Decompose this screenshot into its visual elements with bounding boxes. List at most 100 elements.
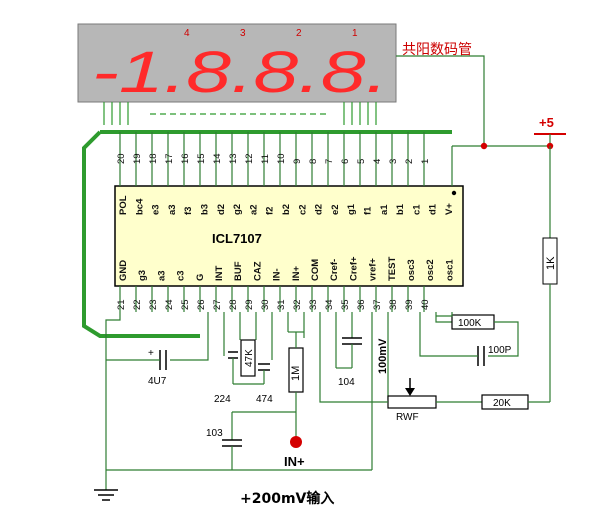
capacitor-4u7 xyxy=(106,312,209,370)
pin-label-top: d2 xyxy=(216,204,227,215)
icl7107-chip: ICL7107 xyxy=(114,185,464,287)
capacitor-103-label: 103 xyxy=(206,428,223,439)
pin-number-22: 22 xyxy=(132,299,143,310)
digit-position-1: 1 xyxy=(352,28,358,39)
display-leads xyxy=(103,102,377,125)
pin-label-bottom: BUF xyxy=(233,261,244,281)
pin-number-3: 3 xyxy=(388,159,399,164)
pin-number-10: 10 xyxy=(276,153,287,164)
integrator-network xyxy=(223,312,273,385)
capacitor-4u7-plus: + xyxy=(148,348,154,359)
pin-label-bottom: COM xyxy=(310,259,321,281)
digit-position-3: 3 xyxy=(240,28,246,39)
pin-number-35: 35 xyxy=(340,299,351,310)
ground-symbol-icon xyxy=(94,489,118,501)
pin-label-bottom: Cref+ xyxy=(348,256,359,281)
resistor-20k-label: 20K xyxy=(493,398,511,409)
pin-label-bottom: osc3 xyxy=(406,259,417,281)
resistor-1k-label: 1K xyxy=(545,256,557,270)
pin-label-bottom: TEST xyxy=(387,257,398,281)
display-anode-wire xyxy=(396,55,485,146)
chip-name: ICL7107 xyxy=(212,231,262,246)
pin-label-top: b1 xyxy=(395,203,406,215)
pin-label-bottom: g3 xyxy=(137,270,148,281)
resistor-47k xyxy=(240,339,256,377)
capacitor-474-label: 474 xyxy=(256,394,273,405)
capacitor-104-label: 104 xyxy=(338,377,355,388)
pin-number-36: 36 xyxy=(356,299,367,310)
display-reading: -1.8.8.8. xyxy=(92,40,388,105)
capacitor-4u7-label: 4U7 xyxy=(148,376,167,387)
resistor-1m-label: 1M xyxy=(290,366,302,381)
pin-number-23: 23 xyxy=(148,299,159,310)
pin-number-19: 19 xyxy=(132,153,143,164)
pin-label-bottom: IN+ xyxy=(291,266,302,282)
pin-label-bottom: G xyxy=(195,274,206,281)
pin-label-top: b2 xyxy=(281,204,292,215)
pin-label-top: g2 xyxy=(232,204,243,215)
pin-number-37: 37 xyxy=(372,299,383,310)
pin-label-bottom: CAZ xyxy=(252,261,263,281)
segment-bus xyxy=(82,130,452,338)
pin-number-29: 29 xyxy=(244,299,255,310)
supply-label: +5 xyxy=(539,115,554,130)
in-plus-terminal xyxy=(290,436,302,448)
pin-label-top: a3 xyxy=(167,204,178,215)
pin-label-top: d2 xyxy=(314,204,325,215)
input-range-label: +200mV输入 xyxy=(240,490,334,507)
pin-number-17: 17 xyxy=(164,153,175,164)
pin-label-bottom: Cref- xyxy=(329,259,340,281)
pin-number-31: 31 xyxy=(276,299,287,310)
pin-label-top: bc4 xyxy=(134,198,145,215)
capacitor-100p-label: 100P xyxy=(488,345,512,356)
pin1-marker xyxy=(451,190,457,196)
pin-number-20: 20 xyxy=(116,153,127,164)
pin-label-top: e3 xyxy=(151,204,162,215)
pin-number-7: 7 xyxy=(324,159,335,164)
pin-number-2: 2 xyxy=(404,159,415,164)
capacitor-104 xyxy=(335,312,362,369)
pin-label-top: b3 xyxy=(200,204,211,215)
display-panel xyxy=(77,23,397,103)
digit-position-4: 4 xyxy=(184,28,190,39)
pin-label-top: e2 xyxy=(330,204,341,215)
pin-label-bottom: c3 xyxy=(176,270,187,281)
ground-network xyxy=(105,312,372,490)
pin-label-top: f1 xyxy=(363,206,374,215)
pin-number-24: 24 xyxy=(164,299,175,310)
pin-number-40: 40 xyxy=(420,299,431,310)
pin-label-top: f2 xyxy=(265,207,276,215)
pin-number-4: 4 xyxy=(372,159,383,164)
pin-label-bottom: a3 xyxy=(156,270,167,281)
pin-number-18: 18 xyxy=(148,153,159,164)
reference-100mv-label: 100mV xyxy=(377,338,389,374)
pin-number-34: 34 xyxy=(324,299,335,310)
pin-number-33: 33 xyxy=(308,299,319,310)
pin-number-26: 26 xyxy=(196,299,207,310)
chip-body xyxy=(114,185,464,287)
anode-junction xyxy=(480,142,488,150)
pin-number-21: 21 xyxy=(116,299,127,310)
pin-label-top: g1 xyxy=(346,203,357,215)
pin-number-39: 39 xyxy=(404,299,415,310)
pin-number-9: 9 xyxy=(292,159,303,164)
display-type-label: 共阳数码管 xyxy=(402,42,472,58)
in-plus-label: IN+ xyxy=(284,454,305,469)
pin-label-bottom: osc2 xyxy=(425,259,436,281)
pin-number-6: 6 xyxy=(340,159,351,164)
led-display: 4 3 2 1 -1.8.8.8. 共阳数码管 xyxy=(77,23,472,105)
reference-network xyxy=(319,312,550,470)
pin-number-15: 15 xyxy=(196,153,207,164)
pin-label-top: c2 xyxy=(297,204,308,215)
pin-number-12: 12 xyxy=(244,153,255,164)
pin-label-bottom: vref+ xyxy=(368,258,379,281)
pin-label-top: V+ xyxy=(444,203,455,215)
pin-label-bottom: INT xyxy=(214,266,225,282)
input-network xyxy=(222,312,305,470)
pin-number-16: 16 xyxy=(180,153,191,164)
digit-position-2: 2 xyxy=(296,28,302,39)
